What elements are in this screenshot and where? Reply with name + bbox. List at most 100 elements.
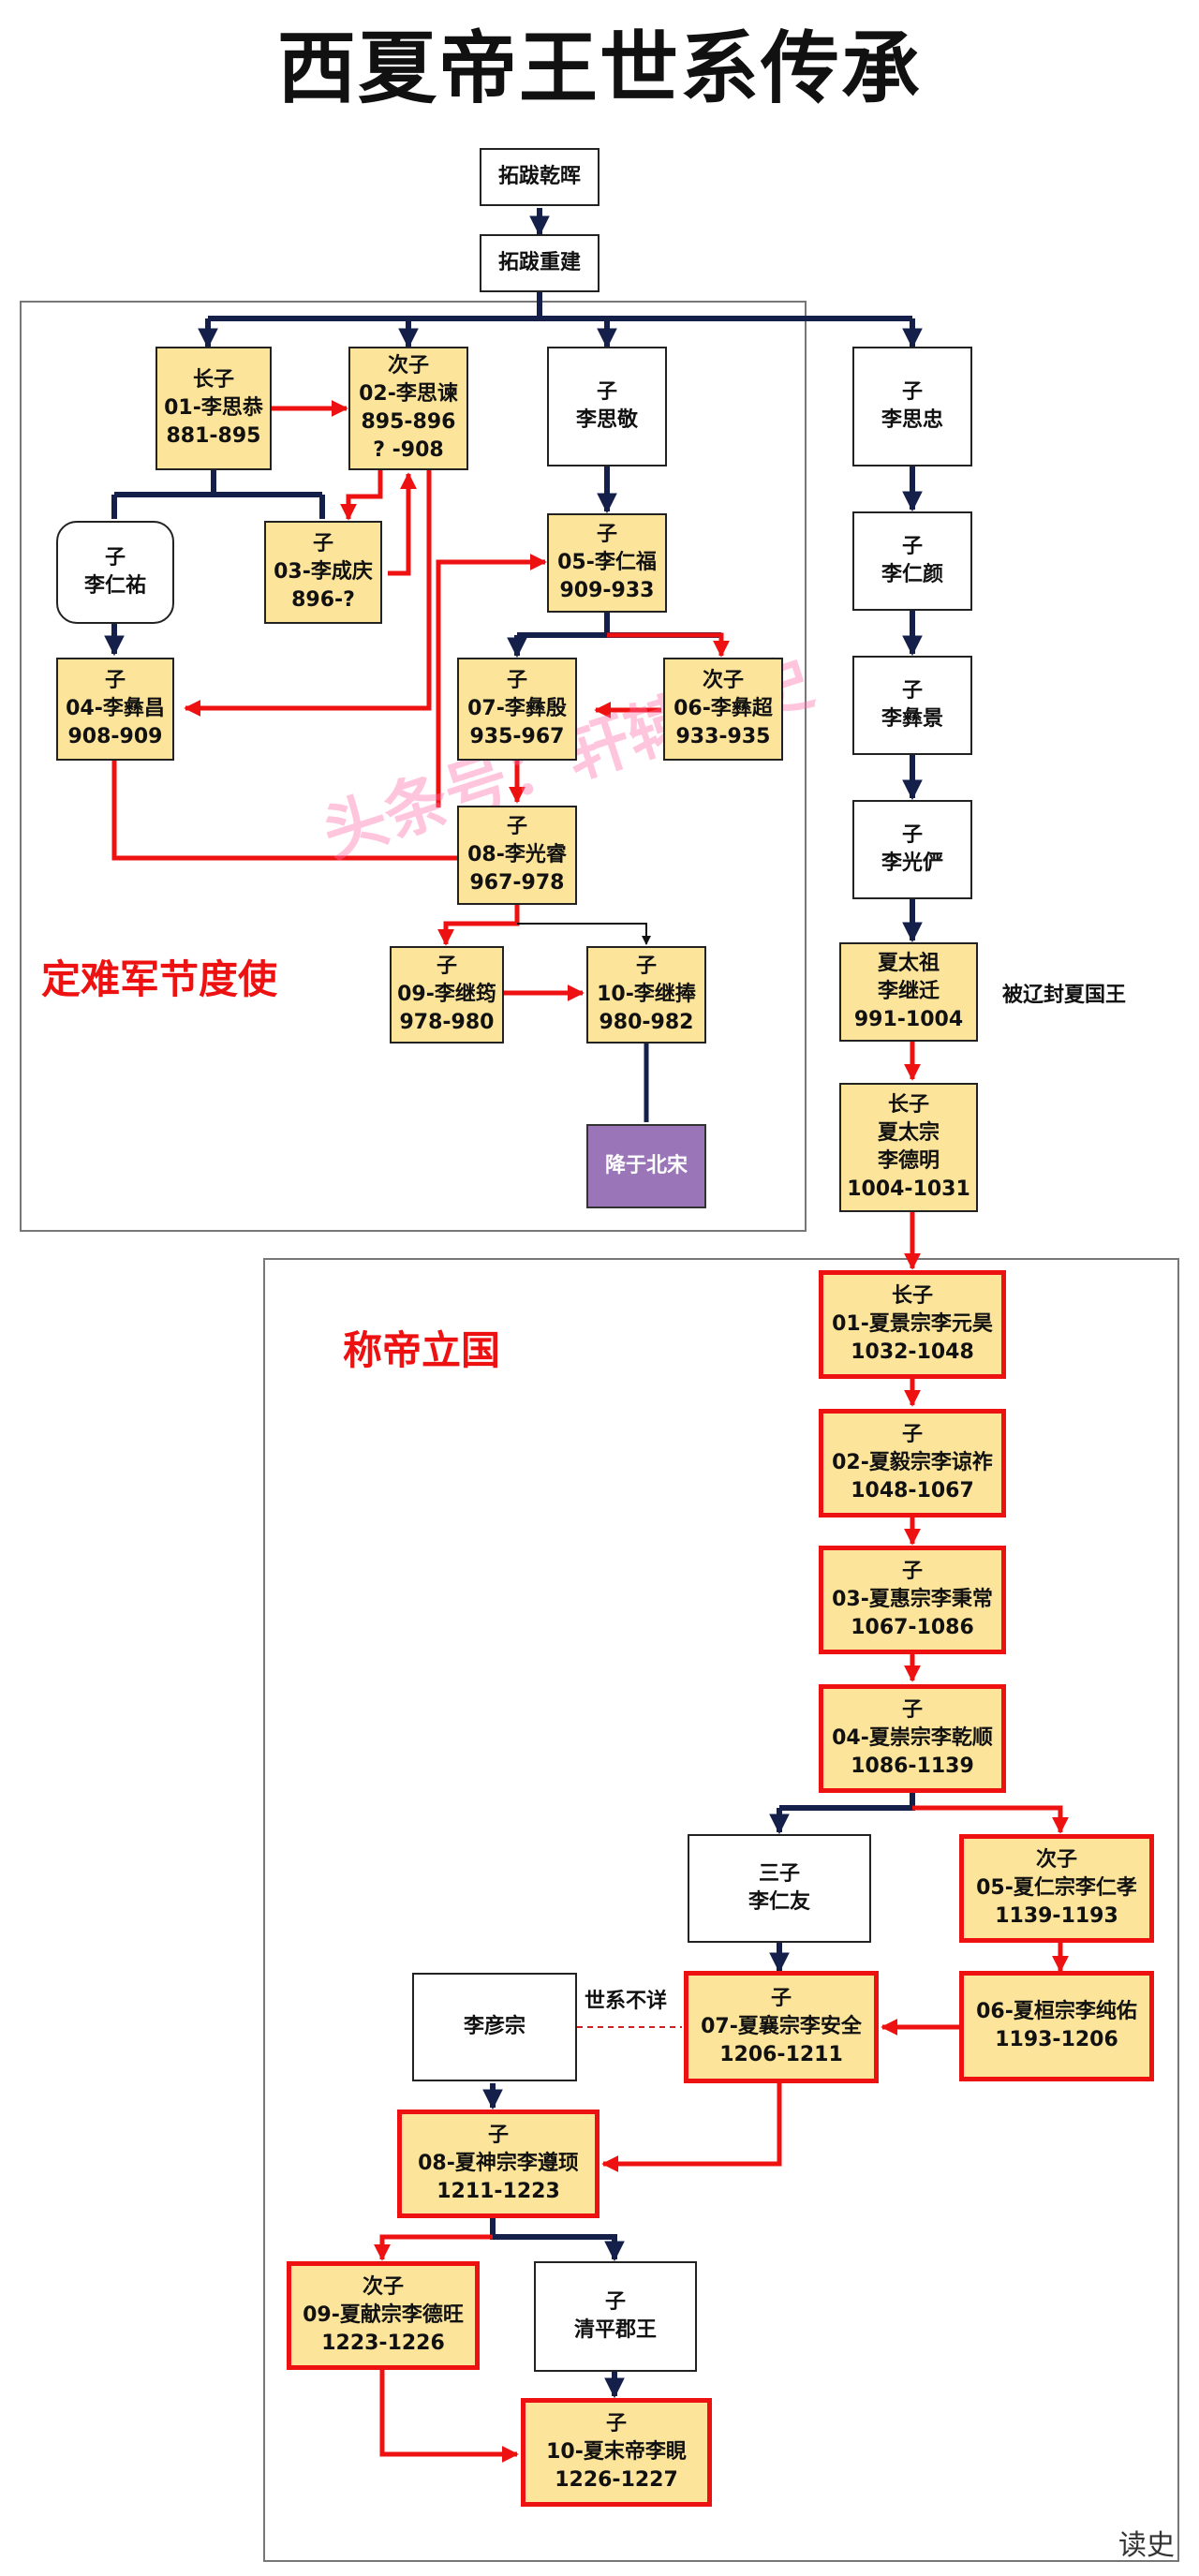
node-line: 908-909: [67, 725, 163, 748]
node-line: 991-1004: [853, 1008, 964, 1031]
node-line: 881-895: [166, 424, 261, 448]
node-line: 1032-1048: [851, 1340, 974, 1364]
node-li-yijing: 子李彝景: [852, 656, 972, 755]
node-line: 子: [901, 823, 923, 847]
node-line: 三子: [758, 1862, 800, 1886]
section-label-chengdi: 称帝立国: [343, 1327, 501, 1373]
node-line: 01-夏景宗李元昊: [832, 1312, 993, 1336]
edge-chongjian-bus: [208, 292, 912, 321]
node-line: 拓跋乾晖: [497, 165, 581, 188]
node-line: 李继迁: [877, 980, 940, 1003]
node-tuoba-qianhui: 拓跋乾晖: [480, 148, 600, 206]
edge-shenzong-sons: [490, 2218, 625, 2262]
node-line: 子: [901, 380, 923, 404]
node-li-sizhong: 子李思忠: [852, 347, 972, 466]
node-line: 933-935: [675, 725, 771, 748]
note-unknown: 世系不详: [585, 1990, 668, 2013]
node-line: 08-夏神宗李遵顼: [418, 2152, 579, 2175]
node-line: 06-夏桓宗李纯佑: [976, 2000, 1137, 2023]
edge-shenzong-xianzong: [374, 2234, 493, 2261]
node-line: 07-夏襄宗李安全: [701, 2015, 862, 2038]
node-line: 子: [104, 546, 126, 570]
node-li-yichang: 子 04-李彝昌 908-909: [56, 658, 174, 761]
node-line: 次子: [387, 354, 429, 378]
node-line: 降于北宋: [604, 1154, 688, 1177]
edge-chongzong-sons: [779, 1793, 915, 1811]
node-line: 拓跋重建: [497, 251, 581, 274]
edge-yichang-guangrui: [111, 761, 457, 861]
node-line: 895-896: [361, 410, 456, 434]
node-line: 李思忠: [881, 408, 943, 432]
node-line: 子: [770, 1987, 792, 2010]
node-line: 909-933: [559, 579, 655, 602]
node-line: 05-夏仁宗李仁孝: [976, 1876, 1137, 1900]
node-line: 长子: [891, 1284, 933, 1308]
node-line: 长子: [887, 1093, 929, 1117]
section-label-jiedushi: 定难军节度使: [41, 956, 278, 1002]
node-line: 1206-1211: [719, 2043, 843, 2066]
node-li-renyou: 子李仁祐: [56, 521, 174, 624]
node-line: 07-李彝殷: [467, 697, 567, 720]
edge-xianzong-modi: [379, 2370, 519, 2463]
node-line: 1048-1067: [851, 1479, 974, 1503]
node-line: 01-李思恭: [164, 396, 263, 420]
node-line: 李仁颜: [881, 563, 943, 586]
chengdi-section-frame: [263, 1258, 1179, 2562]
node-line: 李彦宗: [463, 2015, 525, 2038]
node-line: 次子: [702, 669, 744, 692]
node-xia-yizong: 子 02-夏毅宗李谅祚 1048-1067: [819, 1409, 1006, 1517]
node-li-guangyan: 子李光俨: [852, 800, 972, 899]
jiedushi-section-frame: [20, 301, 807, 1232]
edge-guangrui-jipeng: [517, 923, 651, 945]
node-line: 清平郡王: [573, 2318, 657, 2342]
node-line: 978-980: [399, 1011, 495, 1034]
node-line: 02-李思谏: [359, 382, 458, 406]
node-line: 李光俨: [881, 851, 943, 875]
node-line: 980-982: [599, 1011, 694, 1034]
page-title: 西夏帝王世系传承: [276, 22, 922, 114]
node-line: 04-李彝昌: [66, 697, 165, 720]
edge-renfu-yichao: [607, 632, 730, 658]
node-line: 李彝景: [881, 707, 943, 731]
node-qingping-junwang: 子清平郡王: [534, 2261, 697, 2372]
node-line: 子: [596, 523, 617, 546]
node-surrender-song: 降于北宋: [586, 1124, 706, 1208]
node-line: 08-李光睿: [467, 843, 567, 866]
node-line: 09-夏献宗李德旺: [303, 2303, 464, 2327]
node-line: 10-夏末帝李睍: [546, 2440, 687, 2464]
node-line: 02-夏毅宗李谅祚: [832, 1451, 993, 1474]
corner-mark: 读史: [1118, 2529, 1175, 2562]
node-line: 1067-1086: [851, 1616, 974, 1639]
node-line: 子: [104, 669, 126, 692]
node-line: 李仁友: [748, 1890, 810, 1914]
edge-guangrui-jiyun: [437, 905, 520, 946]
node-line: 1211-1223: [437, 2180, 560, 2203]
node-line: 夏太祖: [877, 952, 940, 975]
node-tuoba-chongjian: 拓跋重建: [480, 234, 600, 292]
node-line: 子: [901, 535, 923, 558]
node-line: 子: [901, 1423, 923, 1446]
node-line: 子: [506, 669, 527, 692]
node-line: 1004-1031: [847, 1177, 970, 1201]
node-line: 次子: [1035, 1848, 1077, 1872]
node-line: 李仁祐: [83, 574, 146, 598]
node-li-sijing: 子李思敬: [547, 347, 667, 466]
node-line: 1226-1227: [555, 2468, 678, 2492]
node-line: 子: [901, 1560, 923, 1583]
node-xia-jingzong: 长子 01-夏景宗李元昊 1032-1048: [819, 1270, 1006, 1379]
